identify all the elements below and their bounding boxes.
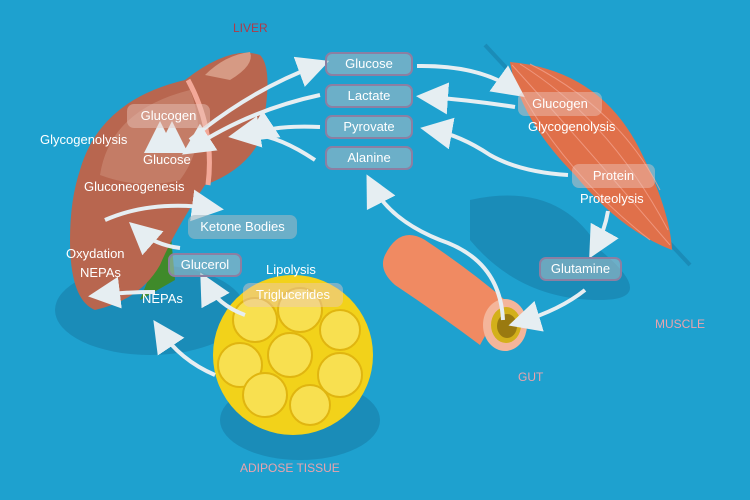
muscle-caption: MUSCLE [655,317,706,331]
muscle-glucogen-box: Glucogen [518,92,602,116]
liver-glucose-label: Glucose [143,152,191,167]
glucerol-box: Glucerol [168,253,242,277]
liver-glucogen-box: Glucogen [127,104,210,128]
lipolysis-label: Lipolysis [266,262,316,277]
blood-glucose-box: Glucose [325,52,413,76]
blood-lactate-box: Lactate [325,84,413,108]
blood-alanine-box: Alanine [325,146,413,170]
muscle-protein-box: Protein [572,164,655,188]
nepas-label: NEPAs [142,291,183,306]
arrows [88,56,619,377]
muscle-glycogenolysis-label: Glycogenolysis [528,119,616,134]
adipose-caption: ADIPOSE TISSUE [240,461,340,475]
gut-caption: GUT [518,370,544,384]
gut-tube [382,235,505,345]
liver-nepas-label: NEPAs [80,265,121,280]
liver-oxydation-label: Oxydation [66,246,125,261]
glutamine-box: Glutamine [539,257,622,281]
blood-pyrovate-box: Pyrovate [325,115,413,139]
liver-glycogenolysis-label: Glycogenolysis [40,132,128,147]
liver-caption: LIVER [233,21,268,35]
muscle-proteolysis-label: Proteolysis [580,191,644,206]
muscle-shape [510,62,672,250]
ketone-bodies-box: Ketone Bodies [188,215,297,239]
liver-gluconeogenesis-label: Gluconeogenesis [84,179,185,194]
triglucerides-box: Triglucerides [243,283,343,307]
